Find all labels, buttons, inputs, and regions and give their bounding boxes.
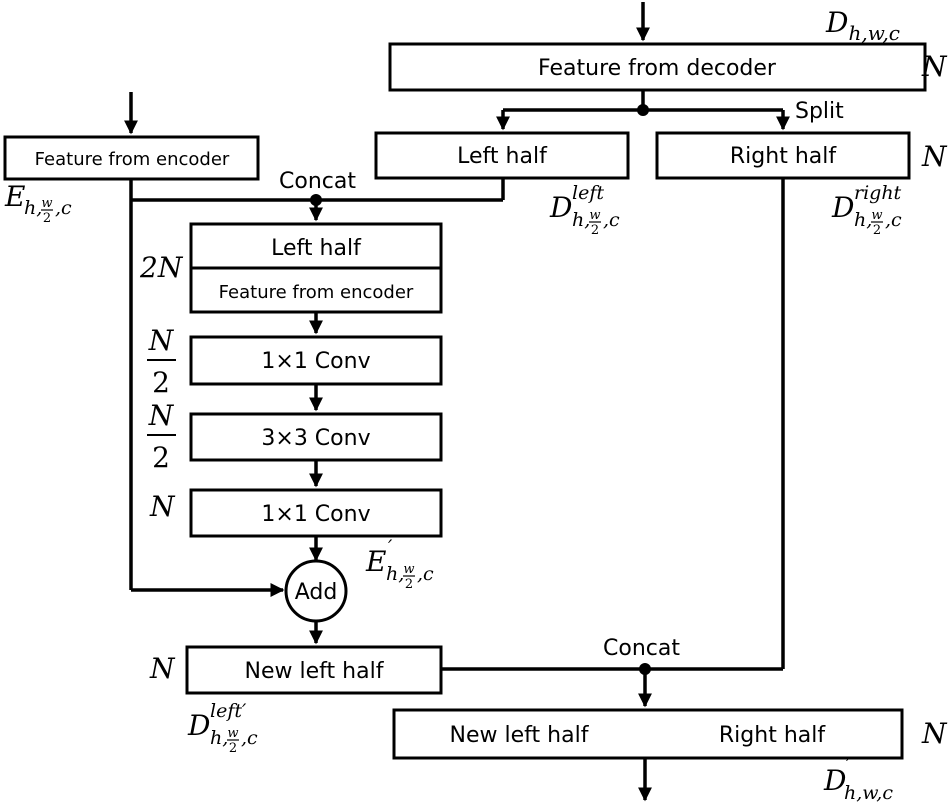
svg-text:w: w xyxy=(871,208,882,223)
right-half-label: Right half xyxy=(730,144,837,169)
encoder-box: Feature from encoder xyxy=(3,135,260,181)
concat-block-left-half-label: Left half xyxy=(271,236,362,261)
concat-top-label: Concat xyxy=(279,169,356,194)
svg-text:E: E xyxy=(365,545,386,578)
symbol-D-out: D ′ h,w,c xyxy=(823,754,893,804)
conv2-box: 3×3 Conv xyxy=(189,412,443,462)
output-new-left-half-label: New left half xyxy=(450,723,590,748)
svg-text:w: w xyxy=(227,726,238,741)
svg-text:h,: h, xyxy=(572,209,590,231)
svg-text:′: ′ xyxy=(846,754,851,776)
svg-text:w: w xyxy=(41,196,52,211)
output-right-half-label: Right half xyxy=(719,723,826,748)
conv2-label: 3×3 Conv xyxy=(261,426,370,451)
output-box: New left half Right half xyxy=(392,708,904,760)
svg-text:w: w xyxy=(403,562,414,577)
symbol-D-hwc: Dh,w,c xyxy=(825,6,900,45)
channel-decoder: N xyxy=(921,50,948,83)
channel-output: N xyxy=(921,717,948,750)
channel-conv1-denominator: 2 xyxy=(152,366,170,399)
svg-text:h,w,c: h,w,c xyxy=(844,782,893,804)
decoder-box-label: Feature from decoder xyxy=(538,56,777,81)
decoder-box: Feature from decoder xyxy=(388,42,927,92)
concat-block-encoder-label: Feature from encoder xyxy=(219,282,414,303)
svg-text:,c: ,c xyxy=(885,209,902,231)
svg-text:2: 2 xyxy=(591,223,599,238)
svg-text:D: D xyxy=(823,764,846,797)
channel-concat: 2N xyxy=(139,251,184,284)
left-half-label: Left half xyxy=(457,144,548,169)
concat-top-junction xyxy=(310,194,322,206)
svg-text:h,: h, xyxy=(24,197,42,219)
conv1-label: 1×1 Conv xyxy=(261,349,370,374)
svg-text:right: right xyxy=(854,182,902,204)
split-label: Split xyxy=(795,99,844,124)
conv1-box: 1×1 Conv xyxy=(189,335,443,386)
svg-text:,c: ,c xyxy=(241,727,258,749)
svg-text:,c: ,c xyxy=(603,209,620,231)
svg-text:2: 2 xyxy=(873,223,881,238)
svg-text:D: D xyxy=(187,709,210,742)
channel-conv3: N xyxy=(149,490,176,523)
connectors xyxy=(124,2,790,802)
conv3-label: 1×1 Conv xyxy=(261,502,370,527)
channel-conv2-numerator: N xyxy=(148,399,175,432)
symbol-D-left-prime: D left′ h, w 2 ,c xyxy=(187,700,258,756)
channel-conv1-numerator: N xyxy=(148,324,175,357)
svg-text:left: left xyxy=(572,182,604,204)
right-half-box: Right half xyxy=(655,131,911,180)
svg-text:h,: h, xyxy=(386,563,404,585)
channel-conv1-fraction: N 2 xyxy=(147,324,176,399)
symbol-D-right: D right h, w 2 ,c xyxy=(831,182,902,238)
svg-text:2: 2 xyxy=(229,741,237,756)
svg-text:E: E xyxy=(4,180,25,213)
add-node: Add xyxy=(284,559,348,623)
svg-text:D: D xyxy=(831,191,854,224)
svg-text:h,: h, xyxy=(210,727,228,749)
svg-text:h,: h, xyxy=(854,209,872,231)
svg-text:,c: ,c xyxy=(55,197,72,219)
svg-text:2: 2 xyxy=(43,211,51,226)
symbol-E-prime: E ′ h, w 2 ,c xyxy=(365,536,434,592)
symbol-D-left: D left h, w 2 ,c xyxy=(549,182,620,238)
split-junction xyxy=(637,104,649,116)
new-left-half-box: New left half xyxy=(185,645,443,695)
concat-bottom-label: Concat xyxy=(603,636,680,661)
left-half-box: Left half xyxy=(374,131,630,180)
svg-text:w: w xyxy=(589,208,600,223)
svg-text:D: D xyxy=(549,191,572,224)
channel-right-half: N xyxy=(921,140,948,173)
channel-conv2-fraction: N 2 xyxy=(147,399,176,474)
concat-block: Left half Feature from encoder xyxy=(189,222,443,314)
conv3-box: 1×1 Conv xyxy=(189,488,443,538)
svg-text:left′: left′ xyxy=(210,700,247,722)
add-label: Add xyxy=(295,580,338,605)
encoder-box-label: Feature from encoder xyxy=(35,149,230,170)
new-left-half-label: New left half xyxy=(245,659,385,684)
concat-bottom-junction xyxy=(639,663,651,675)
svg-text:,c: ,c xyxy=(417,563,434,585)
svg-text:2: 2 xyxy=(405,577,413,592)
channel-conv2-denominator: 2 xyxy=(152,441,170,474)
channel-new-left-half: N xyxy=(149,652,176,685)
symbol-E-encoder: E h, w 2 ,c xyxy=(4,180,72,226)
svg-text:′: ′ xyxy=(388,536,393,558)
